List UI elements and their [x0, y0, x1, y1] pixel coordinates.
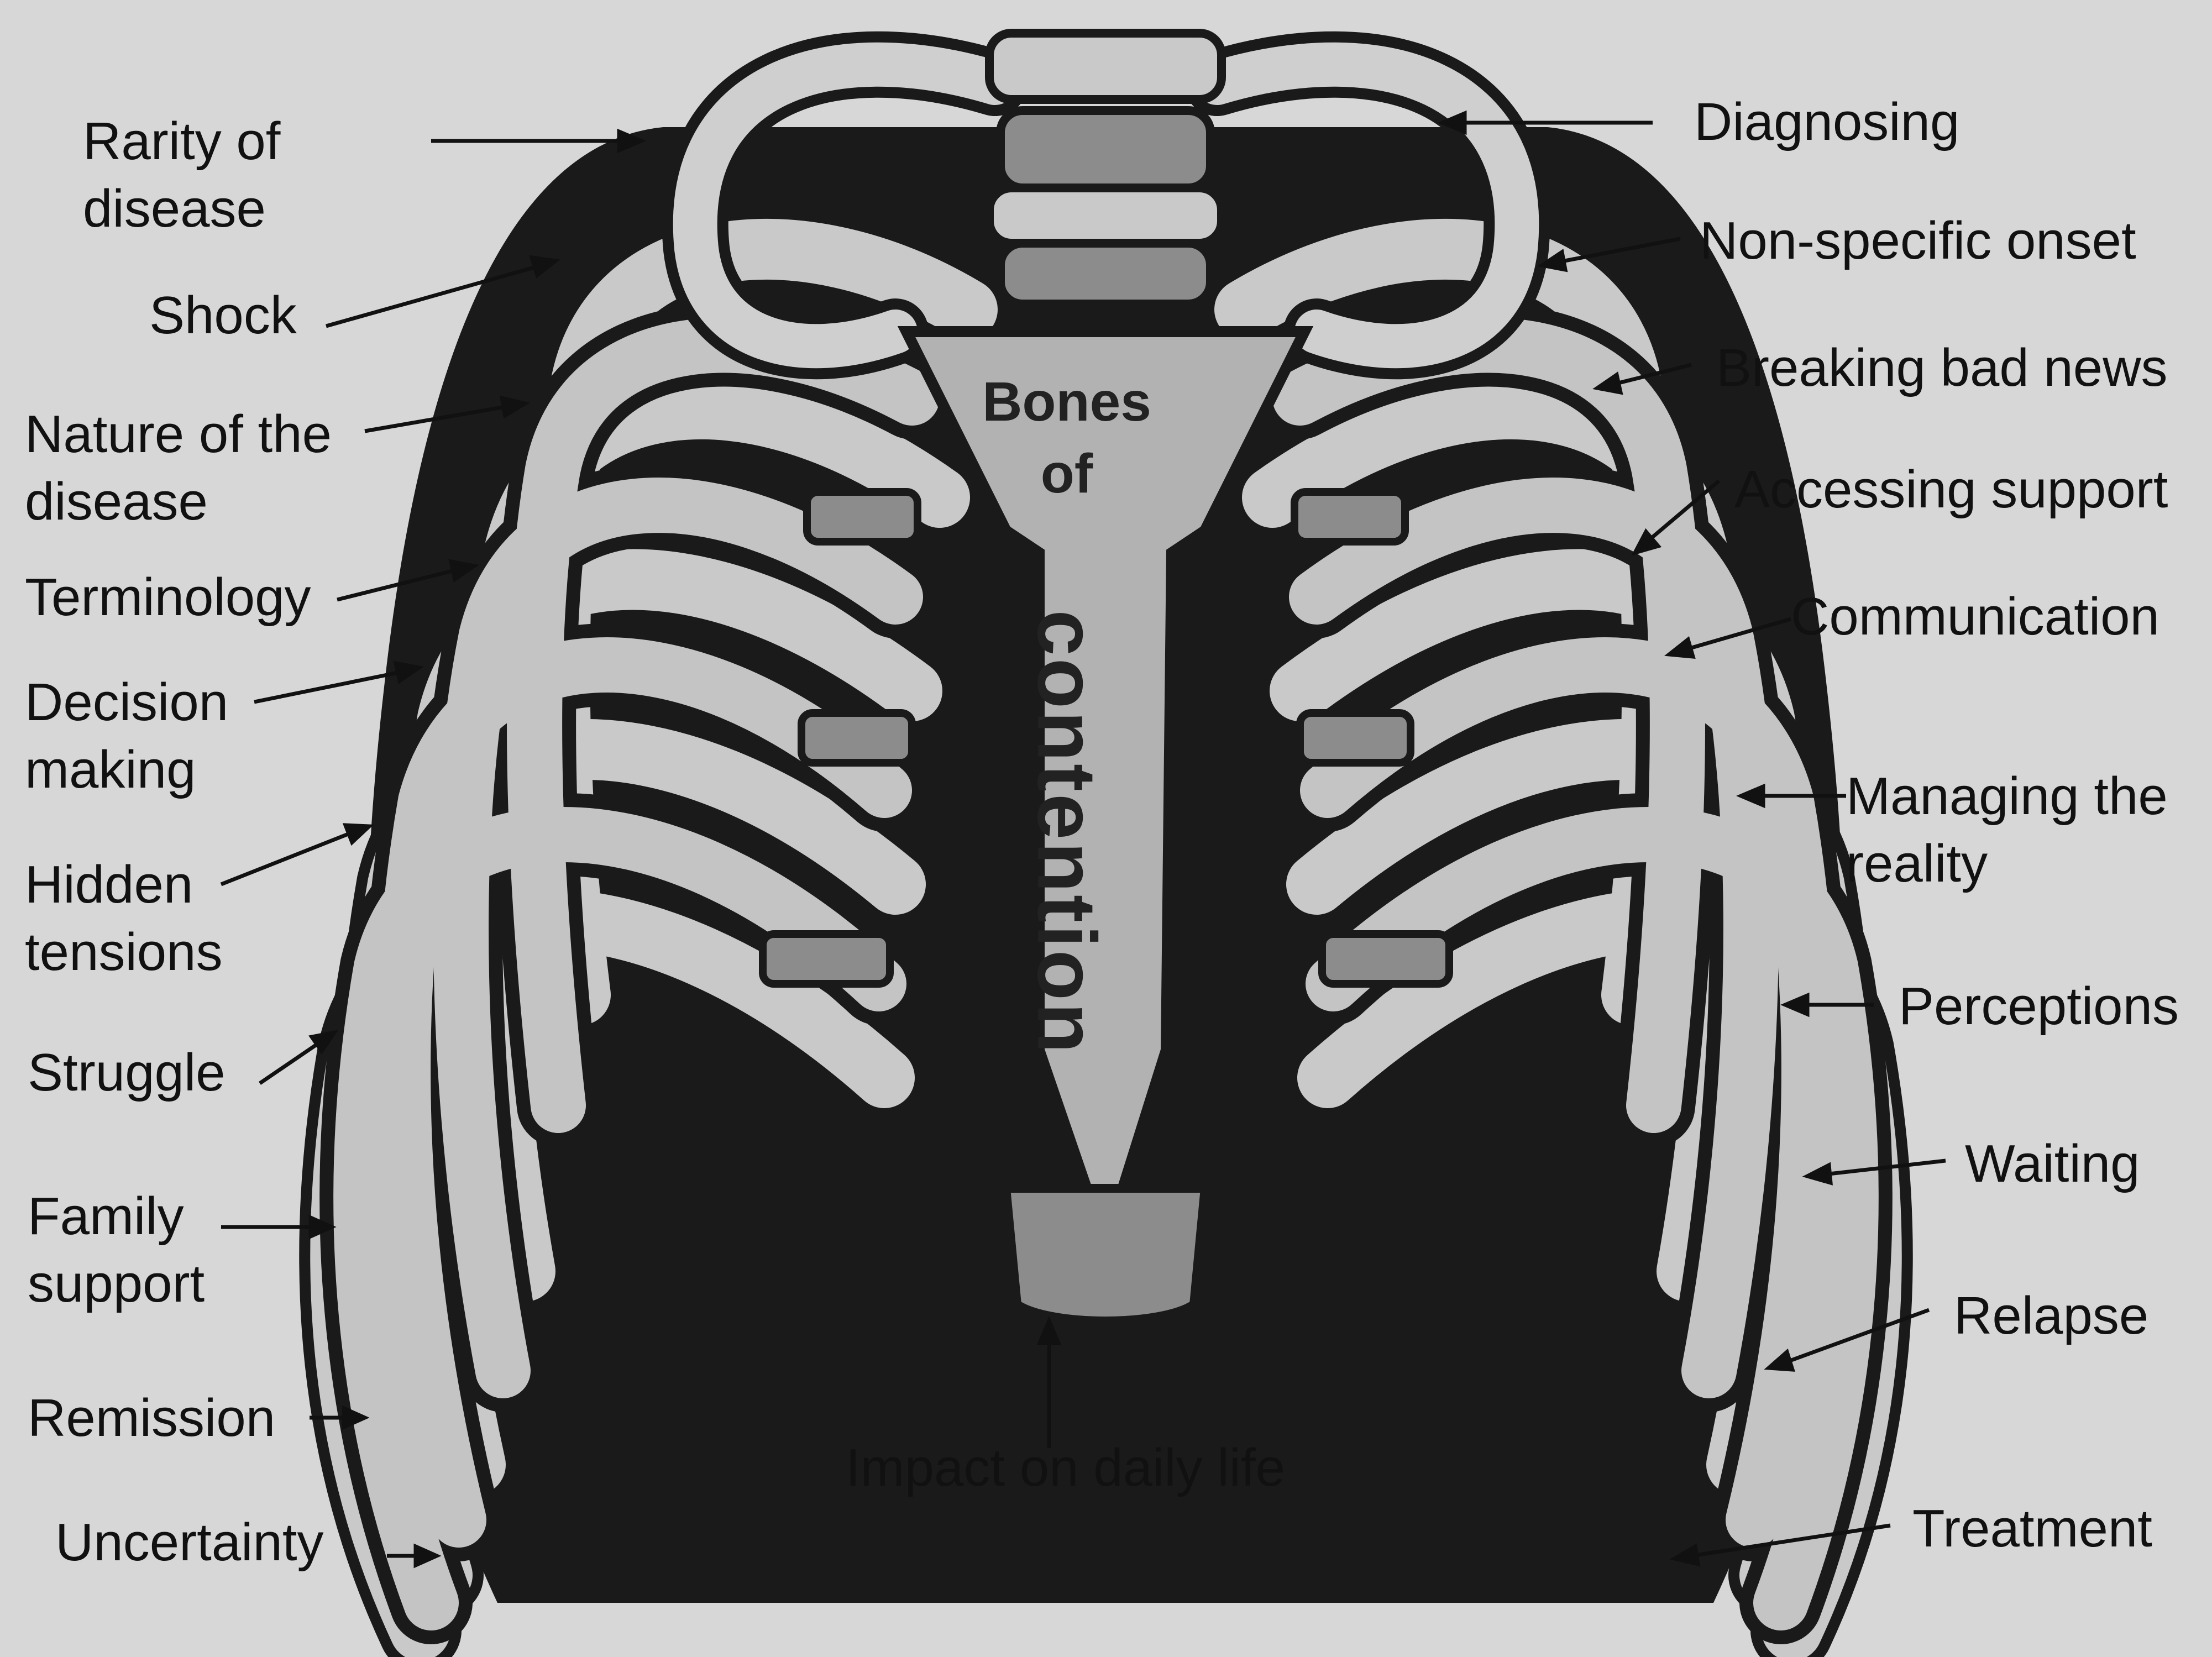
label-remission: Remission — [28, 1385, 275, 1452]
label-line: Managing the — [1846, 763, 2168, 830]
label-line: Struggle — [28, 1039, 226, 1107]
label-line: Remission — [28, 1385, 275, 1452]
label-line: Terminology — [25, 564, 311, 631]
label-line: reality — [1846, 830, 2168, 898]
label-line: Diagnosing — [1694, 88, 1959, 156]
label-decision-making: Decision making — [25, 669, 228, 804]
label-rarity-of-disease: Rarity of disease — [83, 108, 280, 243]
label-communication: Communication — [1791, 583, 2159, 651]
label-line: Family — [28, 1183, 205, 1250]
label-line: support — [28, 1250, 205, 1318]
label-breaking-bad-news: Breaking bad news — [1716, 334, 2168, 402]
label-non-specific-onset: Non-specific onset — [1700, 207, 2136, 275]
label-line: Breaking bad news — [1716, 334, 2168, 402]
label-line: Communication — [1791, 583, 2159, 651]
label-terminology: Terminology — [25, 564, 311, 631]
label-treatment: Treatment — [1912, 1495, 2152, 1562]
label-line: Shock — [149, 282, 297, 349]
label-managing-the-reality: Managing the reality — [1846, 763, 2168, 898]
label-uncertainty: Uncertainty — [55, 1509, 324, 1576]
label-line: Treatment — [1912, 1495, 2152, 1562]
label-line: Decision — [25, 669, 228, 736]
xiphoid — [1006, 1188, 1205, 1321]
vertebrae — [989, 33, 1222, 304]
label-line: Uncertainty — [55, 1509, 324, 1576]
label-line: Nature of the — [25, 401, 332, 468]
label-line: Waiting — [1965, 1130, 2140, 1198]
label-relapse: Relapse — [1954, 1282, 2148, 1350]
label-perceptions: Perceptions — [1899, 973, 2179, 1040]
sternum-vertical-word: contention — [1019, 540, 1115, 1126]
label-line: making — [25, 736, 228, 804]
label-diagnosing: Diagnosing — [1694, 88, 1959, 156]
sternum-title-line2: of — [929, 442, 1205, 506]
label-line: disease — [25, 468, 332, 536]
label-accessing-support: Accessing support — [1734, 456, 2168, 523]
label-shock: Shock — [149, 282, 297, 349]
label-line: tensions — [25, 919, 223, 986]
label-line: Perceptions — [1899, 973, 2179, 1040]
label-nature-of-the-disease: Nature of the disease — [25, 401, 332, 536]
label-impact-on-daily-life: Impact on daily life — [846, 1434, 1285, 1502]
label-line: Accessing support — [1734, 456, 2168, 523]
label-family-support: Family support — [28, 1183, 205, 1318]
label-line: Non-specific onset — [1700, 207, 2136, 275]
label-line: Relapse — [1954, 1282, 2148, 1350]
label-waiting: Waiting — [1965, 1130, 2140, 1198]
label-struggle: Struggle — [28, 1039, 226, 1107]
label-hidden-tensions: Hidden tensions — [25, 851, 223, 986]
sternum-title-line1: Bones — [929, 370, 1205, 434]
label-line: disease — [83, 175, 280, 243]
label-line: Rarity of — [83, 108, 280, 175]
label-line: Impact on daily life — [846, 1434, 1285, 1502]
label-line: Hidden — [25, 851, 223, 919]
